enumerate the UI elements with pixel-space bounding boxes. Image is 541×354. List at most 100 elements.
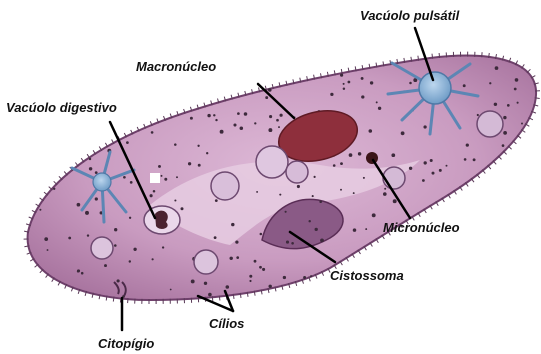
granule [39, 209, 41, 211]
granule [150, 194, 153, 197]
granule [503, 116, 506, 119]
granule [229, 257, 232, 260]
granule [117, 279, 120, 282]
granule [262, 268, 265, 271]
granule [365, 228, 367, 230]
granule [77, 203, 81, 207]
granule [104, 264, 107, 267]
granule [340, 162, 343, 165]
granule [68, 237, 71, 240]
granule [494, 103, 497, 106]
label-vacuolo-pulsatil: Vacúolo pulsátil [360, 8, 460, 23]
granule [358, 152, 361, 155]
label-cilios: Cílios [209, 316, 244, 331]
granule [170, 289, 172, 291]
granule [254, 122, 256, 124]
digestive-vacuole-shape [144, 206, 180, 234]
granule [190, 117, 193, 120]
granule [206, 152, 208, 154]
granule [53, 188, 55, 190]
granule [77, 271, 79, 273]
granule [268, 128, 272, 132]
granule [268, 285, 271, 288]
granule [320, 239, 324, 243]
granule [422, 179, 425, 182]
granule [286, 241, 289, 244]
granule [81, 272, 84, 275]
granule [129, 260, 131, 262]
granule [129, 217, 131, 219]
granule [340, 189, 342, 191]
granule [260, 233, 263, 236]
granule [162, 246, 164, 248]
granule [208, 293, 212, 297]
granule [126, 141, 129, 144]
granule [215, 199, 218, 202]
granule [383, 192, 387, 196]
granule [161, 175, 163, 177]
granule [268, 88, 272, 92]
granule [236, 256, 239, 259]
label-cistossoma: Cistossoma [330, 268, 404, 283]
granule [285, 211, 287, 213]
granule [256, 191, 258, 193]
granule [372, 213, 376, 217]
granule [240, 127, 244, 131]
granule [276, 119, 279, 122]
granule [95, 171, 98, 174]
granule [197, 145, 199, 147]
cilium [233, 294, 234, 299]
label-micronucleo: Micronúcleo [383, 220, 460, 235]
granule [409, 82, 412, 85]
granule [314, 176, 316, 178]
granule [188, 162, 191, 165]
granule [214, 236, 217, 239]
granule [152, 258, 154, 260]
granule [174, 143, 177, 146]
granule [278, 126, 280, 128]
granule [319, 200, 322, 203]
granule [233, 123, 236, 126]
granule [176, 176, 178, 178]
granule [315, 228, 318, 231]
granule [393, 199, 397, 203]
granule [391, 153, 395, 157]
granule [343, 83, 345, 85]
granule [340, 74, 343, 77]
granule [237, 112, 240, 115]
granule [297, 185, 300, 188]
granule [370, 81, 373, 84]
granule [515, 78, 519, 82]
granule [158, 165, 161, 168]
granule [249, 275, 252, 278]
granule [503, 131, 507, 135]
granule [207, 114, 210, 117]
label-vacuolo-digestivo: Vacúolo digestivo [6, 100, 117, 115]
granule [89, 167, 92, 170]
cilium [535, 98, 540, 99]
granule [348, 81, 351, 84]
granule [430, 159, 433, 162]
granule [44, 237, 48, 241]
granule [463, 84, 466, 87]
granule [446, 165, 448, 167]
granule [333, 164, 336, 167]
granule [343, 88, 345, 90]
granule [244, 112, 248, 116]
granule [114, 228, 117, 231]
cilium [212, 296, 213, 301]
granule [514, 88, 517, 91]
cilium [240, 293, 241, 298]
granule [312, 195, 314, 197]
granule [95, 197, 98, 200]
granule [308, 220, 310, 222]
granule [204, 282, 207, 285]
granule [235, 240, 238, 243]
granule [114, 244, 117, 247]
granule [378, 107, 381, 110]
granule [85, 211, 89, 215]
granule [384, 188, 386, 190]
granule [349, 153, 353, 157]
granule [153, 190, 156, 193]
